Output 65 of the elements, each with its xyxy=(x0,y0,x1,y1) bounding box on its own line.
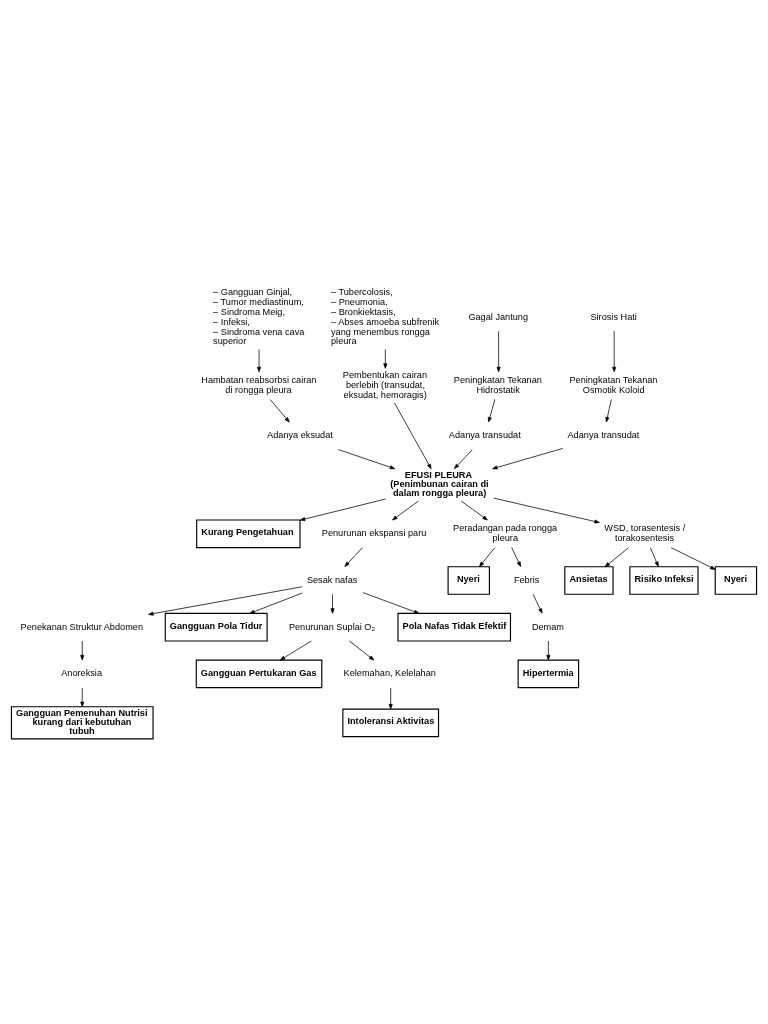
node-text: Febris xyxy=(513,574,540,585)
arrow xyxy=(511,547,522,567)
arrow xyxy=(338,449,396,470)
node-text: Adanya eksudat xyxy=(267,430,333,441)
arrow xyxy=(649,547,659,567)
arrow xyxy=(394,402,432,470)
arrow xyxy=(257,349,262,373)
arrow xyxy=(493,497,600,524)
node-box: Kurang Pengetahuan xyxy=(196,519,301,549)
node-box: Hipertermia xyxy=(517,659,580,689)
node-text: Kelemahan, Kelelahan xyxy=(343,668,436,679)
node-box: Gangguan Pertukaran Gas xyxy=(195,659,323,689)
arrow xyxy=(299,498,386,521)
arrow xyxy=(487,399,496,423)
arrow xyxy=(492,448,564,470)
node-text: Sesak nafas xyxy=(306,574,358,585)
node-text: Hambatan reabsorbsi cairan di rongga pleura xyxy=(201,375,317,396)
arrow xyxy=(388,687,393,710)
node-box: Risiko Infeksi xyxy=(629,566,699,595)
arrow xyxy=(249,592,303,614)
arrow xyxy=(362,592,420,614)
arrow xyxy=(344,547,363,567)
arrow xyxy=(348,640,375,661)
node-text: Gagal Jantung xyxy=(468,311,529,322)
arrow xyxy=(612,330,617,373)
node-text: EFUSI PLEURA (Penimbunan cairan di dalam rongga pleura) xyxy=(390,469,489,498)
node-box: Gangguan Pola Tidur xyxy=(164,612,268,642)
node-text: Penurunan Suplai O₂ xyxy=(288,621,376,632)
node-box: Nyeri xyxy=(714,566,758,595)
node-text: Penekanan Struktur Abdomen xyxy=(20,621,144,632)
arrow xyxy=(496,330,501,373)
node-box: Intoleransi Aktivitas xyxy=(342,708,440,738)
arrow xyxy=(670,547,716,570)
arrow xyxy=(269,399,290,423)
node-text: Adanya transudat xyxy=(448,430,521,441)
node-text: Sirosis Hati xyxy=(590,311,637,322)
node-box: Pola Nafas Tidak Efektif xyxy=(397,612,512,642)
node-text: – Tubercolosis, – Pneumonia, – Bronkiektasis, – Abses amoeba subfrenik yang menembus rongga pleura xyxy=(331,286,440,347)
arrow xyxy=(80,640,85,661)
node-box: Nyeri xyxy=(447,566,490,595)
arrow xyxy=(604,547,630,568)
arrow xyxy=(383,349,388,369)
node-box: Gangguan Pemenuhan Nutrisi kurang dari kebutuhan tubuh xyxy=(10,706,154,740)
node-text: Pembentukan cairan berlebih (transudat, eksudat, hemoragis) xyxy=(342,370,427,401)
arrow xyxy=(148,586,303,616)
node-text: Adanya transudat xyxy=(567,430,640,441)
node-text: Peningkatan Tekanan Osmotik Koloid xyxy=(569,375,658,396)
node-text: Peradangan pada rongga pleura xyxy=(453,523,558,544)
node-text: WSD, torasentesis / torakosentesis xyxy=(604,523,686,544)
node-box: Ansietas xyxy=(564,566,614,595)
node-text: Penurunan ekspansi paru xyxy=(321,528,427,539)
arrow xyxy=(80,687,85,707)
node-text: Demam xyxy=(531,621,565,632)
arrow xyxy=(454,449,473,469)
arrow xyxy=(546,640,551,661)
node-text: – Gangguan Ginjal, – Tumor mediastinum, – Sindroma Meig, – Infeksi, – Sindroma vena cava superior xyxy=(213,286,305,347)
arrow xyxy=(532,593,543,614)
arrow xyxy=(330,593,335,614)
node-text: Peningkatan Tekanan Hidrostatik xyxy=(453,375,542,396)
arrow xyxy=(279,640,312,661)
arrow xyxy=(460,500,488,521)
node-text: Anoreksia xyxy=(61,668,102,679)
arrow xyxy=(605,399,612,423)
arrow xyxy=(392,500,419,521)
arrow xyxy=(479,547,496,567)
